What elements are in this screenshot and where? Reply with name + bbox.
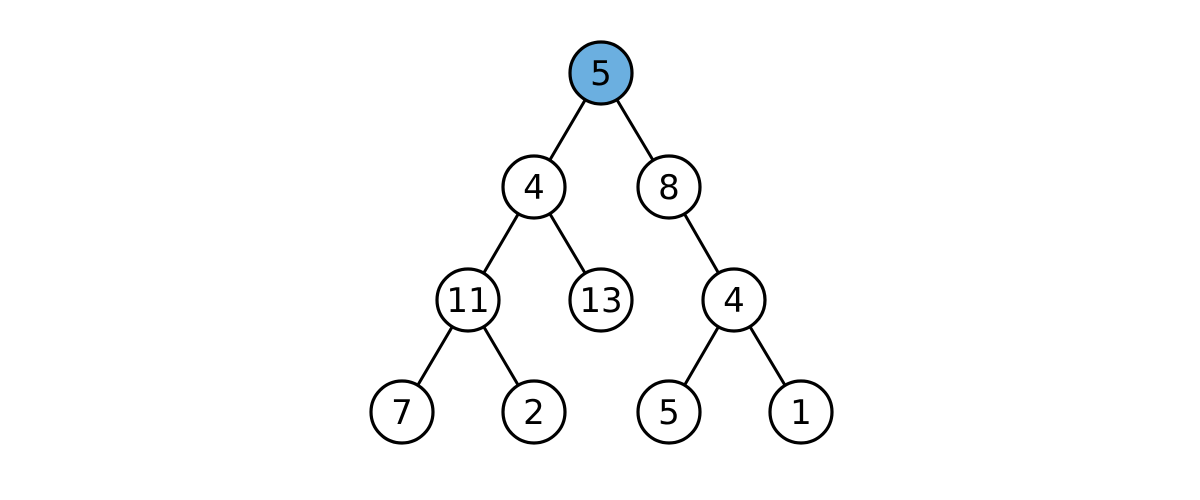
node-circle[interactable] — [435, 267, 501, 333]
tree-node[interactable]: 5 — [568, 40, 634, 106]
tree-node[interactable]: 2 — [501, 379, 567, 445]
node-circle[interactable] — [501, 379, 567, 445]
tree-node[interactable]: 7 — [369, 379, 435, 445]
tree-node[interactable]: 11 — [435, 267, 501, 333]
node-circle[interactable] — [636, 379, 702, 445]
node-circle[interactable] — [369, 379, 435, 445]
node-circle[interactable] — [636, 154, 702, 220]
tree-node[interactable]: 4 — [501, 154, 567, 220]
tree-node[interactable]: 13 — [568, 267, 634, 333]
tree-node[interactable]: 5 — [636, 379, 702, 445]
tree-node[interactable]: 4 — [701, 267, 767, 333]
node-circle[interactable] — [701, 267, 767, 333]
node-circle[interactable] — [568, 267, 634, 333]
node-circle[interactable] — [501, 154, 567, 220]
tree-node[interactable]: 8 — [636, 154, 702, 220]
tree-node[interactable]: 1 — [768, 379, 834, 445]
node-circle-highlighted[interactable] — [568, 40, 634, 106]
node-circle[interactable] — [768, 379, 834, 445]
